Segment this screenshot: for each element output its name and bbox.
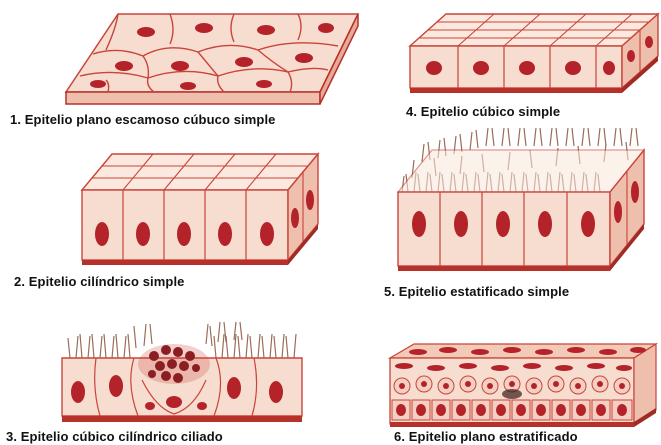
stratified-squamous-epithelium-illustration [384, 338, 661, 430]
caption-panel-2: 2. Epitelio cilíndrico simple [14, 274, 185, 289]
squamous-epithelium-illustration [58, 6, 378, 112]
caption-panel-4: 4. Epitelio cúbico simple [406, 104, 560, 119]
caption-panel-3: 3. Epitelio cúbico cilíndrico ciliado [6, 429, 223, 444]
columnar-epithelium-illustration [78, 146, 324, 270]
caption-panel-1: 1. Epitelio plano escamoso cúbuco simple [10, 112, 276, 127]
caption-panel-6: 6. Epitelio plano estratificado [394, 429, 578, 444]
pseudostratified-ciliated-epithelium-illustration [56, 318, 308, 428]
cuboidal-epithelium-illustration [400, 8, 661, 98]
caption-panel-5: 5. Epitelio estatificado simple [384, 284, 569, 299]
ciliated-columnar-epithelium-illustration [392, 120, 650, 276]
